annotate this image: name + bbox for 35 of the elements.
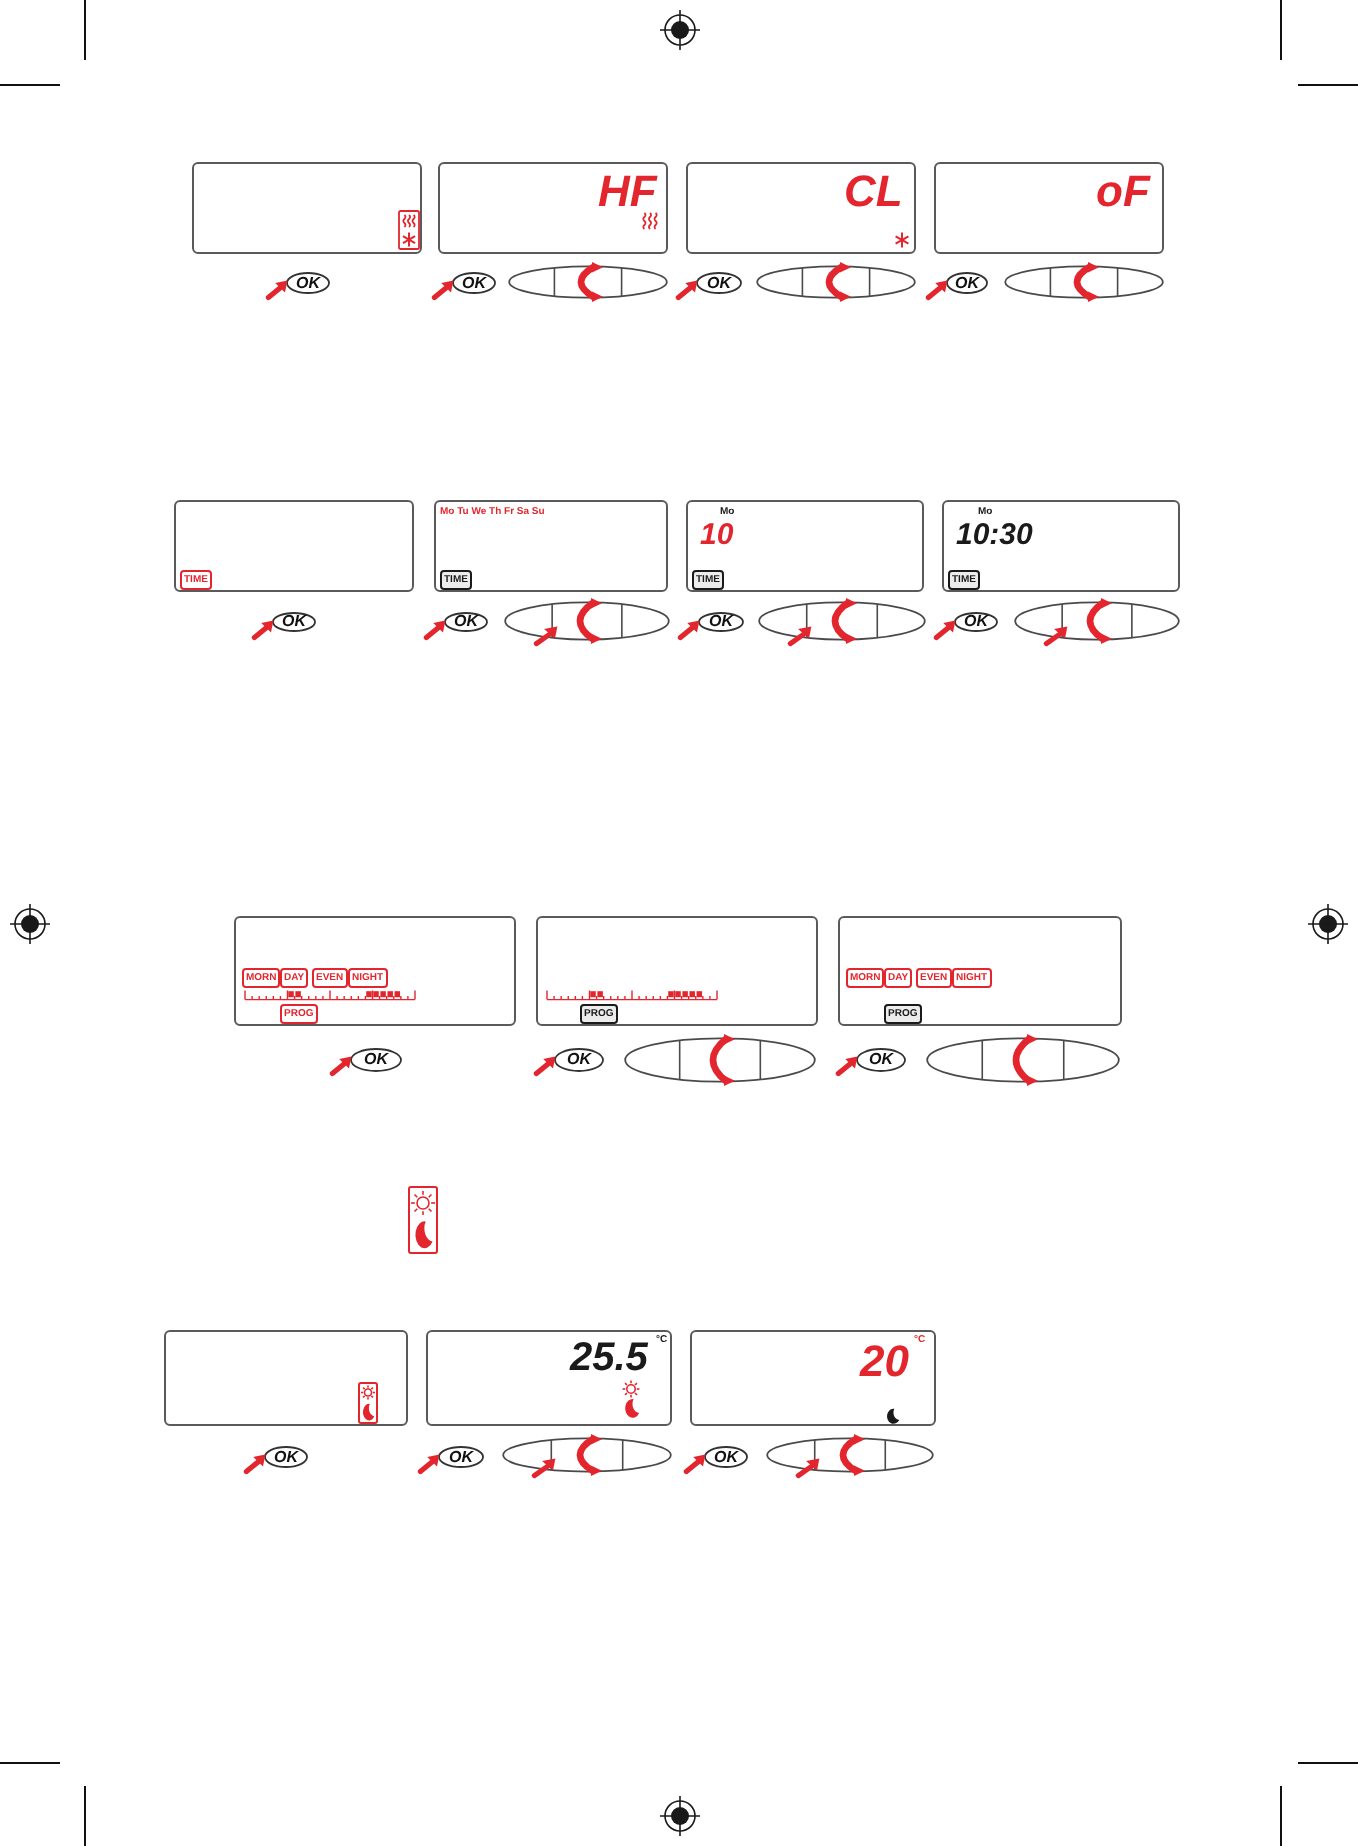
lcd-display bbox=[536, 916, 818, 1026]
hour-digits: 10 bbox=[700, 518, 734, 552]
temperature-reading: 25.5 bbox=[570, 1336, 648, 1382]
mode-code: HF bbox=[598, 166, 657, 218]
lcd-display bbox=[164, 1330, 408, 1426]
mode-code: oF bbox=[1096, 166, 1150, 218]
lcd-display bbox=[838, 916, 1122, 1026]
lcd-display bbox=[192, 162, 422, 254]
ok-button: OK bbox=[856, 1048, 906, 1072]
ok-button: OK bbox=[704, 1446, 748, 1468]
ok-button: OK bbox=[954, 612, 998, 632]
ok-button: OK bbox=[444, 612, 488, 632]
ok-button: OK bbox=[698, 612, 744, 632]
mode-code: CL bbox=[844, 166, 903, 218]
ok-button: OK bbox=[286, 272, 330, 294]
ok-button: OK bbox=[696, 272, 742, 294]
ok-button: OK bbox=[452, 272, 496, 294]
ok-button: OK bbox=[264, 1446, 308, 1468]
ok-button: OK bbox=[272, 612, 316, 632]
ok-button: OK bbox=[946, 272, 988, 294]
lcd-display bbox=[686, 500, 924, 592]
lcd-display bbox=[174, 500, 414, 592]
clock-time: 10:30 bbox=[956, 518, 1033, 552]
lcd-display bbox=[434, 500, 668, 592]
ok-button: OK bbox=[554, 1048, 604, 1072]
lcd-display bbox=[234, 916, 516, 1026]
lcd-display bbox=[426, 1330, 672, 1426]
lcd-display bbox=[690, 1330, 936, 1426]
lcd-display bbox=[934, 162, 1164, 254]
ok-button: OK bbox=[438, 1446, 484, 1468]
ok-button: OK bbox=[350, 1048, 402, 1072]
lcd-display bbox=[438, 162, 668, 254]
lcd-display bbox=[942, 500, 1180, 592]
temperature-reading: 20 bbox=[860, 1336, 909, 1388]
lcd-display bbox=[686, 162, 916, 254]
